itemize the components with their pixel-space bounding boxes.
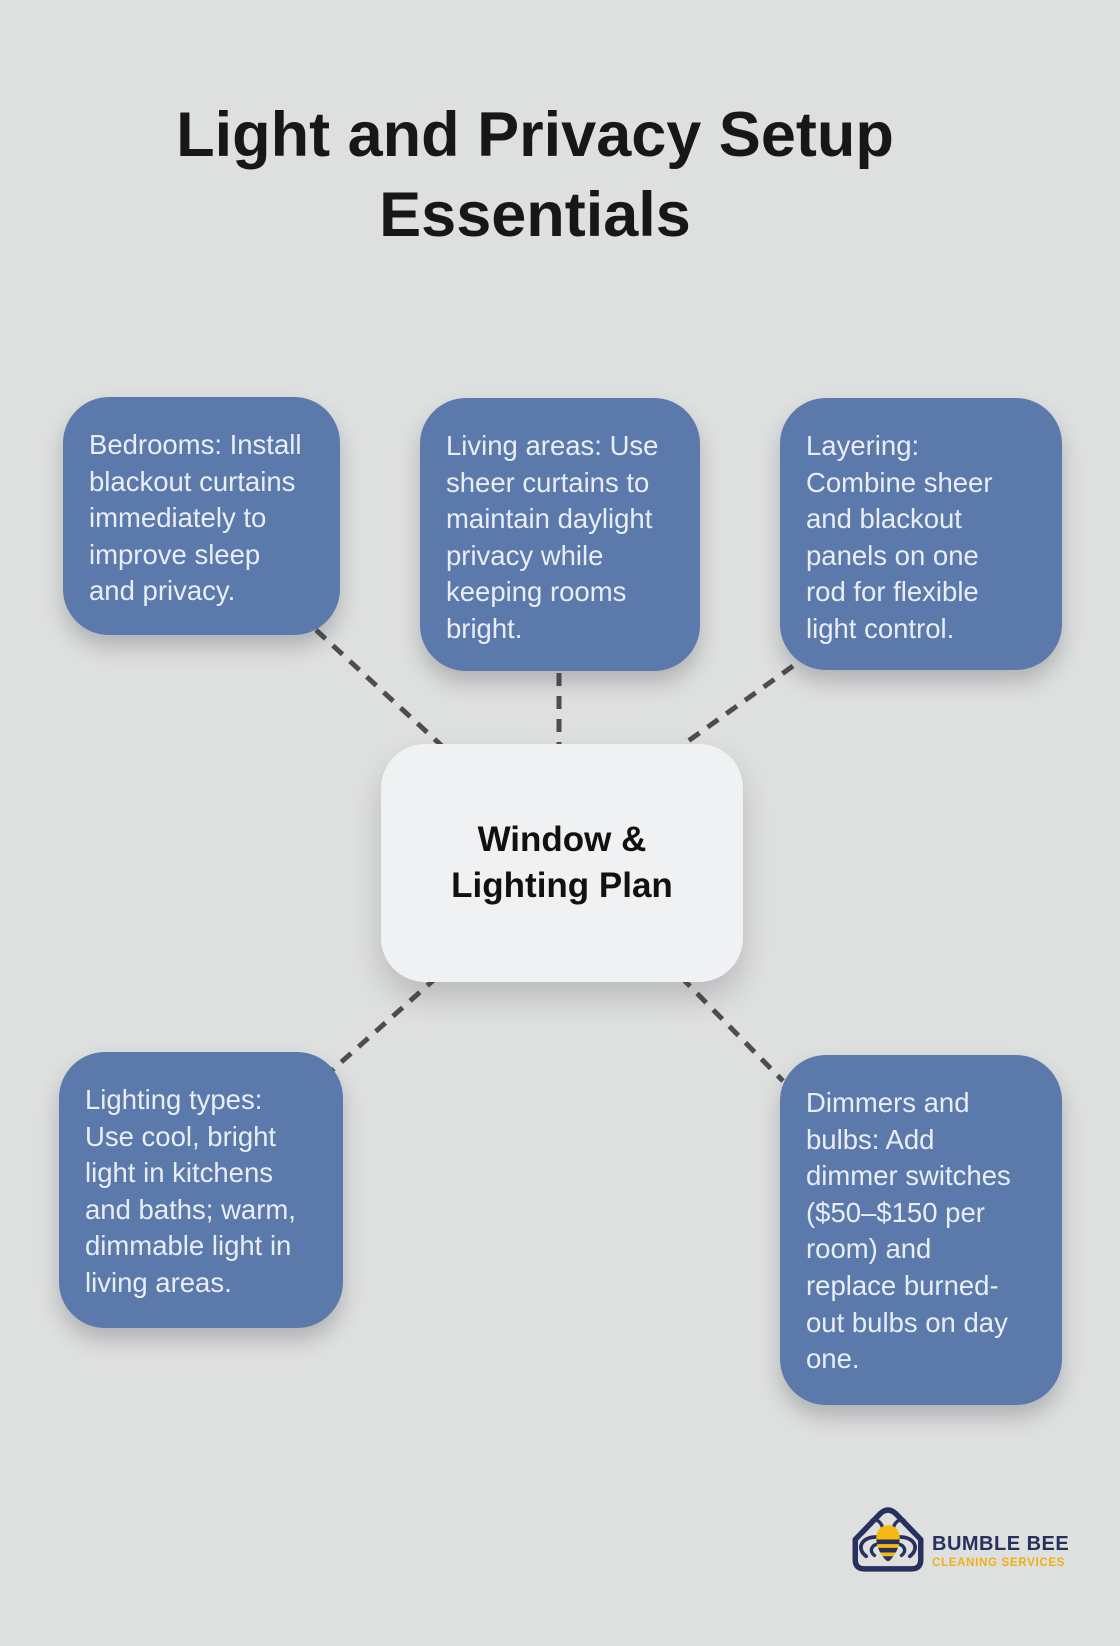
node-dimmers-bulbs: Dimmers and bulbs: Add dimmer switches (… xyxy=(780,1055,1062,1405)
node-living-areas: Living areas: Use sheer curtains to main… xyxy=(420,398,700,671)
brand-text: BUMBLE BEE CLEANING SERVICES xyxy=(932,1500,1069,1570)
brand-name: BUMBLE BEE xyxy=(932,1533,1070,1555)
connector-dimmers-bulbs xyxy=(679,975,785,1083)
page-title-line1: Light and Privacy Setup xyxy=(176,100,894,170)
center-node-line1: Window & xyxy=(477,820,647,859)
brand-tagline: CLEANING SERVICES xyxy=(932,1557,1066,1569)
page-title-line2: Essentials xyxy=(379,180,691,250)
connector-layering xyxy=(682,663,795,747)
node-layering-text: Layering: Combine sheer and blackout pan… xyxy=(806,430,993,644)
node-dimmers-bulbs-text: Dimmers and bulbs: Add dimmer switches (… xyxy=(806,1087,1011,1375)
connector-bedrooms xyxy=(314,628,444,748)
bee-house-icon xyxy=(846,1500,930,1584)
node-layering: Layering: Combine sheer and blackout pan… xyxy=(780,398,1062,670)
node-lighting-types-text: Lighting types: Use cool, bright light i… xyxy=(85,1084,296,1298)
center-node-window-lighting-plan: Window & Lighting Plan xyxy=(381,744,743,982)
node-bedrooms: Bedrooms: Install blackout curtains imme… xyxy=(63,397,340,635)
page-title: Light and Privacy Setup Essentials xyxy=(0,95,1070,255)
node-living-areas-text: Living areas: Use sheer curtains to main… xyxy=(446,430,659,644)
node-bedrooms-text: Bedrooms: Install blackout curtains imme… xyxy=(89,429,302,607)
brand-logo: BUMBLE BEE CLEANING SERVICES xyxy=(846,1500,1069,1584)
center-node-line2: Lighting Plan xyxy=(451,866,673,905)
connector-lighting-types xyxy=(327,975,439,1075)
node-lighting-types: Lighting types: Use cool, bright light i… xyxy=(59,1052,343,1328)
